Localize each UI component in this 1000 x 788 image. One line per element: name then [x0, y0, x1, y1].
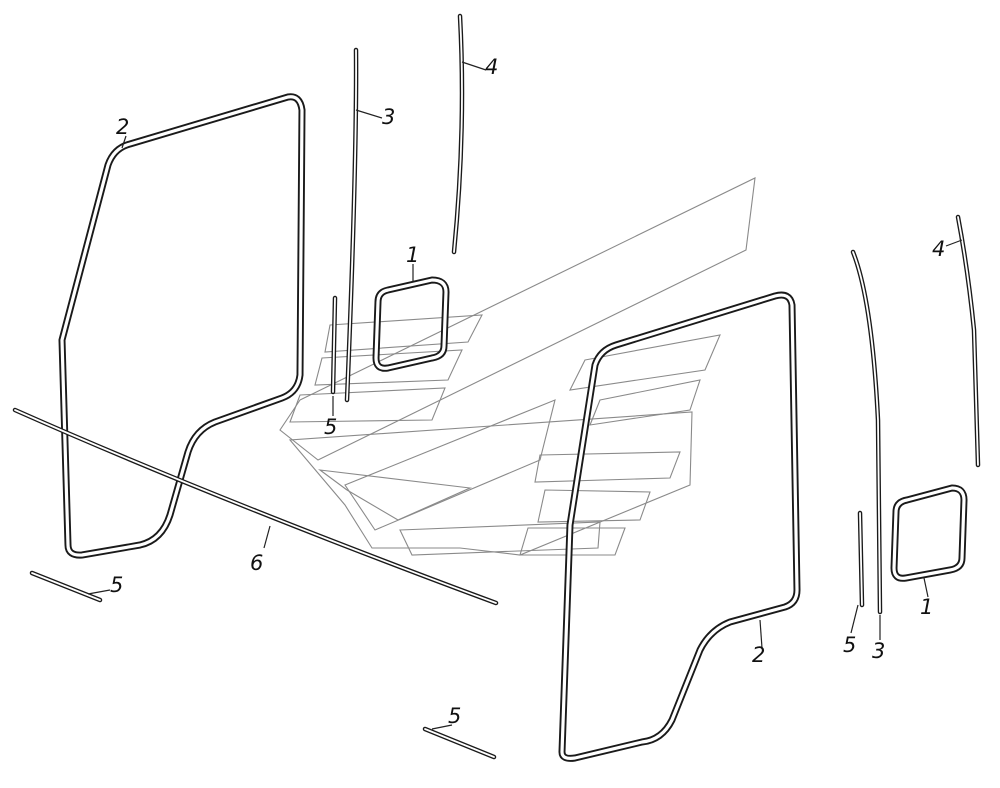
short-strip-5-bottom-left	[29, 570, 103, 603]
callout-4-left: 4	[485, 55, 498, 79]
door-seal-left	[58, 93, 306, 559]
callouts: 2 1 3 4 5 6 5 5 2 1 5 3 4	[110, 55, 945, 728]
callout-2-right-door: 2	[752, 643, 765, 667]
door-seal-right	[558, 291, 801, 762]
leader-lines	[87, 61, 963, 730]
callout-6: 6	[250, 551, 263, 575]
window-seal-left	[372, 276, 450, 372]
short-strip-5-right	[857, 510, 865, 608]
callout-2-left-door: 2	[116, 115, 129, 139]
short-strip-5-upper	[330, 295, 338, 395]
channel-strip-3-left	[344, 47, 359, 403]
callout-1-left-window: 1	[406, 243, 419, 267]
callout-3-left: 3	[382, 105, 395, 129]
callout-5-bottom-center: 5	[448, 704, 461, 728]
callout-1-right-window: 1	[920, 595, 933, 619]
callout-5-upper: 5	[324, 415, 337, 439]
callout-5-bottom-left: 5	[110, 573, 123, 597]
callout-4-right: 4	[932, 237, 945, 261]
channel-strip-4-right	[955, 214, 981, 468]
window-seal-right	[890, 484, 968, 582]
channel-strip-4-left	[451, 13, 465, 255]
short-strip-5-bottom-center	[422, 726, 497, 760]
long-strip-6	[12, 407, 499, 606]
watermark-logo	[279, 177, 756, 556]
channel-strip-3-right	[850, 249, 883, 615]
callout-3-right: 3	[872, 639, 885, 663]
callout-5-right: 5	[843, 633, 856, 657]
